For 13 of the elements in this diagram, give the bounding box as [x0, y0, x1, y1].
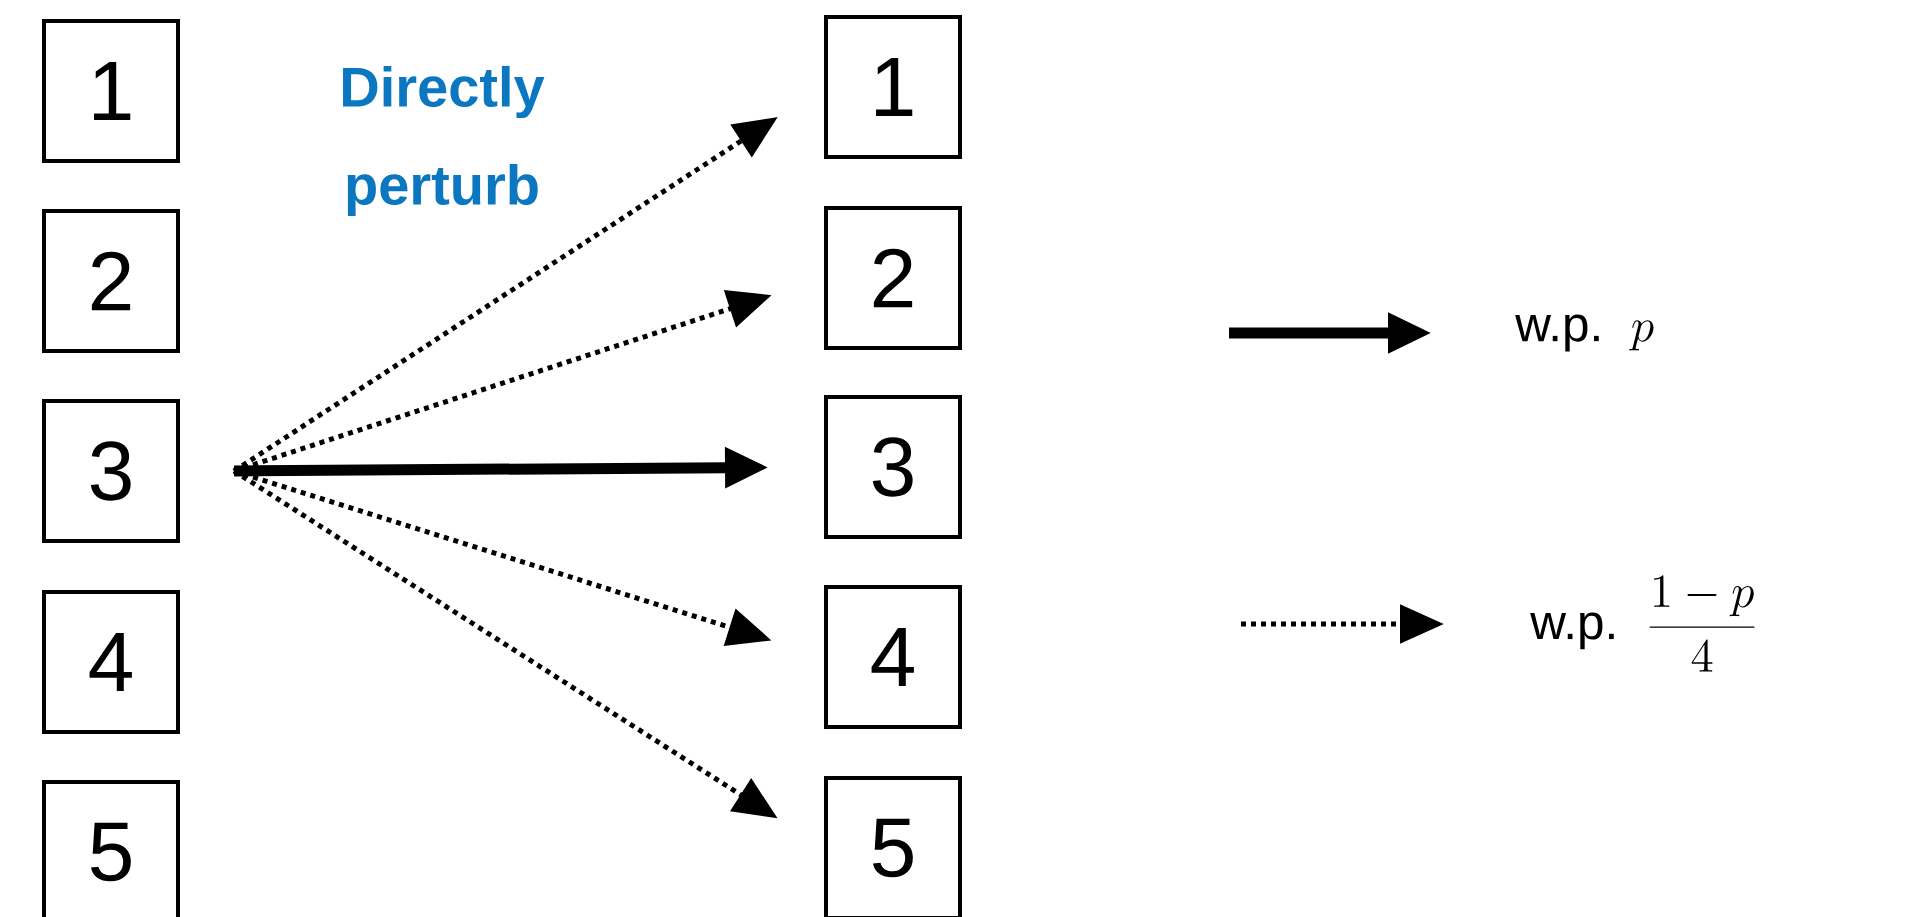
number-box: 5 [824, 776, 962, 917]
legend-text: $\mbox{w.p.}\ \ p$ [1515, 314, 1654, 352]
number-box: 3 [42, 399, 180, 543]
number-box: 4 [824, 585, 962, 729]
number-box: 2 [824, 206, 962, 350]
annotation-text: Directly perturb [343, 65, 545, 217]
number-box: 1 [42, 19, 180, 163]
number-box: 2 [42, 209, 180, 353]
legend-text: $\mbox{w.p.}\ \ \frac{1-p}{4}$ [1530, 575, 1755, 672]
number-box: 4 [42, 590, 180, 734]
number-box: 1 [824, 15, 962, 159]
number-box: 3 [824, 395, 962, 539]
number-box: 5 [42, 780, 180, 917]
